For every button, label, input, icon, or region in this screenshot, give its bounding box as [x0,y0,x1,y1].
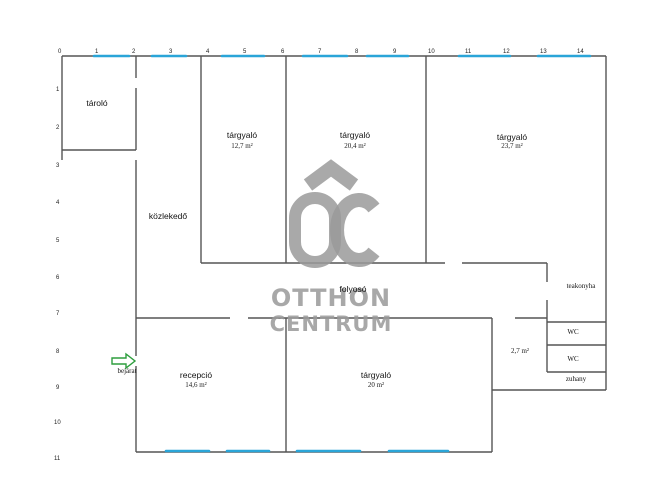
watermark-line1: OTTHON [271,284,391,312]
room-meeting-3-label: tárgyaló [497,132,528,142]
room-hallway-label: közlekedő [149,211,188,221]
room-meeting-2-area: 20,4 m² [344,142,366,150]
ruler-tick: 5 [56,238,60,244]
ruler-tick: 8 [355,49,359,55]
ruler-tick: 11 [465,49,472,55]
room-storage-label: tároló [86,98,108,108]
top-ruler: 0 1 2 3 4 5 6 7 8 9 10 11 12 13 14 [58,49,584,55]
entrance-label: bejárat [117,367,136,375]
room-shower-label: zuhany [566,375,587,383]
room-labels: tároló tárgyaló 12,7 m² tárgyaló 20,4 m²… [86,98,596,389]
room-wc-2-label: WC [567,355,579,363]
room-meeting-3-area: 23,7 m² [501,142,523,150]
ruler-tick: 1 [56,87,60,93]
ruler-tick: 12 [503,49,510,55]
room-sanitary-area: 2,7 m² [511,347,529,355]
windows [92,54,592,453]
room-meeting-4-label: tárgyaló [361,370,392,380]
ruler-tick: 9 [393,49,397,55]
ruler-tick: 6 [56,275,60,281]
watermark-line2: CENTRUM [270,312,393,336]
room-meeting-1-label: tárgyaló [227,130,258,140]
room-corridor-label: folyosó [340,284,367,294]
watermark-logo-icon [289,159,380,268]
ruler-tick: 2 [56,125,60,131]
ruler-tick: 13 [540,49,547,55]
ruler-tick: 14 [577,49,584,55]
room-kitchenette-label: teakonyha [567,282,597,290]
left-ruler: 1 2 3 4 5 6 7 8 9 10 11 [54,87,61,462]
room-meeting-4-area: 20 m² [368,381,384,389]
ruler-tick: 7 [318,49,322,55]
ruler-tick: 3 [56,163,60,169]
ruler-tick: 4 [206,49,210,55]
ruler-tick: 10 [54,420,61,426]
ruler-tick: 10 [428,49,435,55]
watermark: OTTHON CENTRUM [270,159,393,336]
ruler-tick: 1 [95,49,99,55]
room-meeting-2-label: tárgyaló [340,130,371,140]
ruler-tick: 3 [169,49,173,55]
entrance: bejárat [111,352,137,375]
room-wc-1-label: WC [567,328,579,336]
entrance-arrow-icon [111,352,137,370]
ruler-tick: 11 [54,456,61,462]
ruler-tick: 7 [56,311,60,317]
room-reception-label: recepció [180,370,212,380]
ruler-tick: 9 [56,385,60,391]
room-reception-area: 14,6 m² [185,381,207,389]
ruler-tick: 8 [56,349,60,355]
ruler-tick: 4 [56,200,60,206]
room-meeting-1-area: 12,7 m² [231,142,253,150]
ruler-tick: 6 [281,49,285,55]
ruler-tick: 0 [58,49,62,55]
ruler-tick: 2 [132,49,136,55]
ruler-tick: 5 [243,49,247,55]
